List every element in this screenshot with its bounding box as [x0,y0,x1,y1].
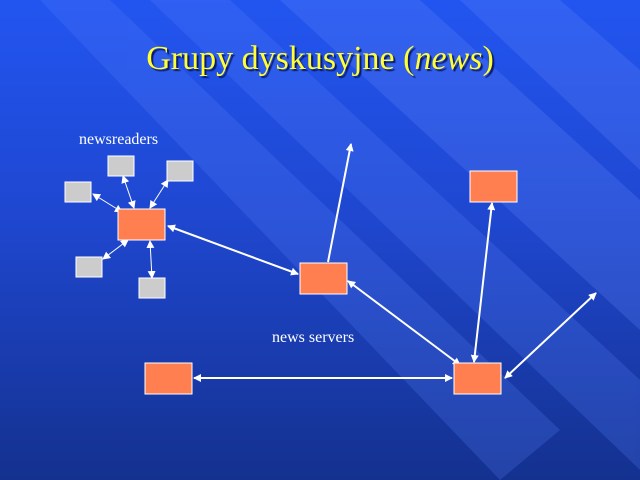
arrow-s1-s2 [167,224,299,276]
arrow-s2-up [327,143,354,263]
reader-box-1 [64,181,92,203]
arrow-reader-2 [121,175,136,209]
arrow-reader-4 [102,239,129,260]
server-box-middle [299,262,348,295]
arrow-reader-3 [149,179,169,209]
title-end-text: ) [482,40,494,77]
title-text: Grupy dyskusyjne ( [146,40,415,77]
news-servers [117,170,518,395]
arrow-s2-s5 [347,280,461,366]
server-box-bottom-right [453,362,502,395]
connections [92,143,597,382]
reader-box-2 [107,155,135,177]
server-box-top-right [469,170,518,203]
arrow-s5-s3 [470,202,496,363]
label-news-servers: news servers [272,329,355,346]
label-newsreaders: newsreaders [79,131,159,148]
reader-box-4 [75,256,103,278]
newsreaders [64,155,194,299]
arrow-reader-1 [92,193,123,213]
reader-box-3 [166,160,194,182]
slide-title: Grupy dyskusyjne (news) [0,40,640,78]
reader-box-5 [138,277,166,299]
server-box-bottom-left [144,362,193,395]
title-italic-text: news [414,40,483,77]
arrow-s5-right [504,292,597,379]
arrow-reader-5 [146,240,156,279]
server-box-local [117,208,166,241]
